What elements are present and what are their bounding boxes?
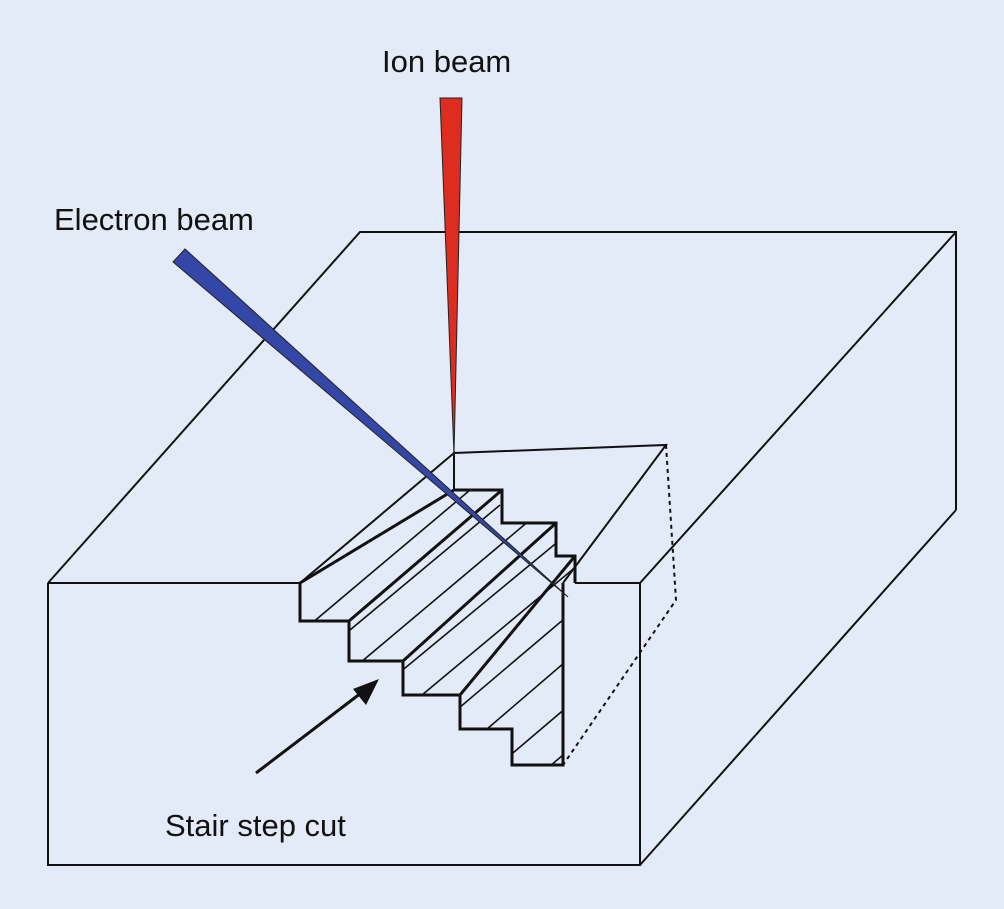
electron-beam-label: Electron beam [54, 202, 254, 237]
ion-beam-label: Ion beam [382, 44, 512, 79]
stair-step-back-edges [299, 488, 577, 696]
electron-beam [172, 248, 569, 598]
hidden-edges-dotted [562, 444, 678, 766]
block-top-face [47, 231, 957, 584]
stair-step-arrow [255, 688, 366, 775]
block-right-face [639, 231, 957, 866]
stair-step-arrowhead [353, 679, 379, 705]
stair-step-profile [298, 583, 565, 767]
ion-beam [439, 97, 463, 456]
stair-step-cut-label: Stair step cut [165, 808, 346, 843]
trench-outline [299, 443, 669, 584]
